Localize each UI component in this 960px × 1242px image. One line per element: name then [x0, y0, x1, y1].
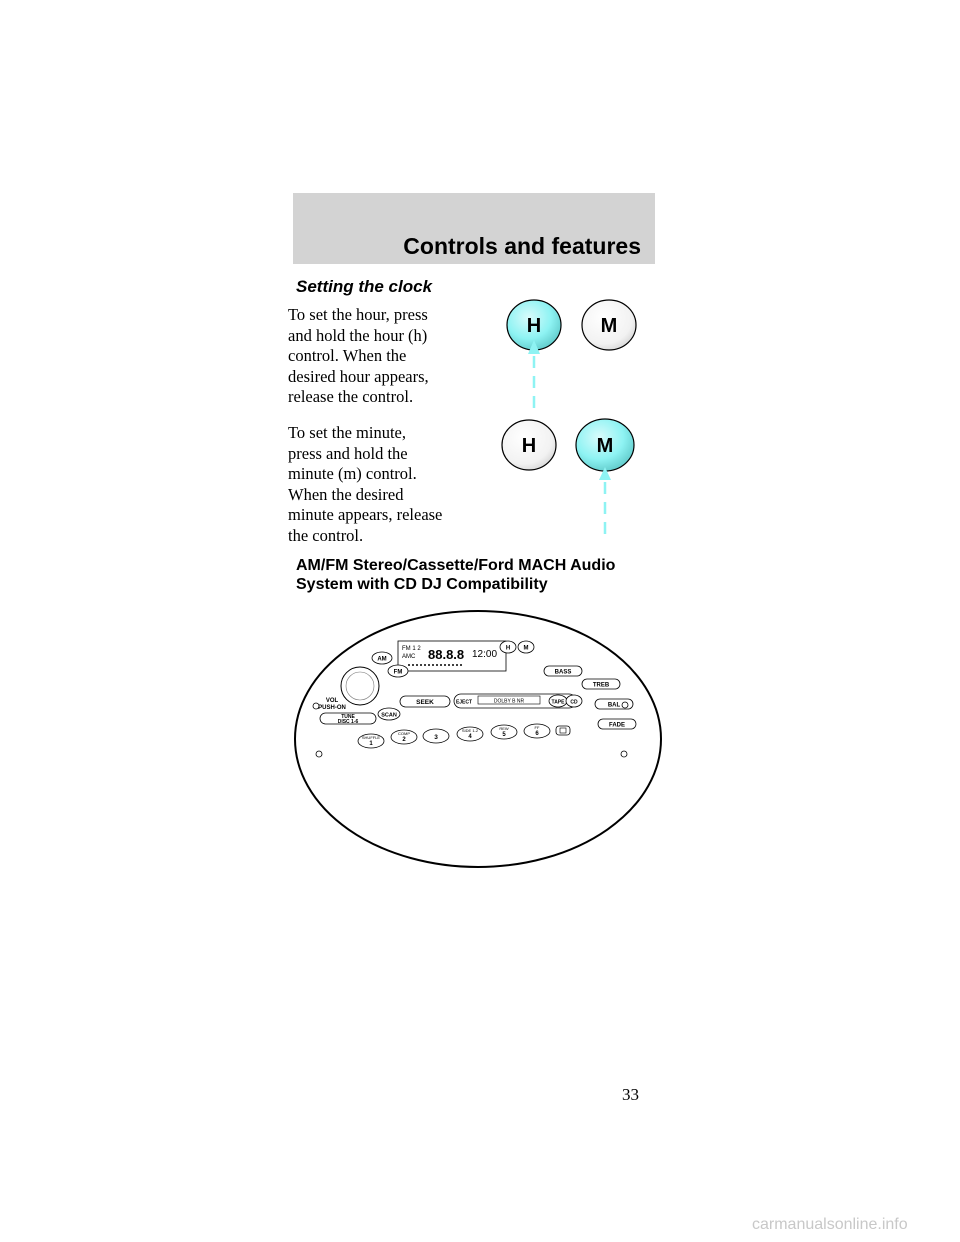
section-title: Setting the clock	[296, 277, 433, 296]
svg-text:TAPE: TAPE	[552, 700, 566, 706]
fade-button[interactable]	[597, 718, 637, 730]
svg-text:2: 2	[402, 737, 406, 743]
watermark: carmanualsonline.info	[752, 1216, 908, 1233]
arrow-up-icon	[599, 467, 611, 480]
svg-text:M: M	[524, 646, 529, 652]
screw-icon	[621, 701, 629, 709]
svg-text:FM: FM	[394, 670, 403, 676]
svg-text:1: 1	[369, 741, 373, 747]
minute-button[interactable]	[581, 299, 637, 351]
svg-text:SCAN: SCAN	[381, 713, 397, 719]
hour-button-label: H	[527, 315, 541, 337]
svg-text:SEEK: SEEK	[416, 699, 434, 706]
svg-text:5: 5	[502, 732, 506, 738]
system-title: AM/FM Stereo/Cassette/Ford MACH Audio Sy…	[296, 557, 616, 593]
mute-button[interactable]	[555, 725, 571, 736]
svg-text:H: H	[506, 646, 510, 652]
display-amc: AMC	[402, 654, 416, 660]
eject-label[interactable]: EJECT	[456, 700, 472, 706]
volume-knob[interactable]	[340, 666, 380, 706]
hour-button-label: H	[522, 435, 536, 457]
arrow-up-icon	[528, 340, 540, 354]
preset-4-button[interactable]	[456, 726, 484, 742]
page-number: 33	[622, 1085, 639, 1104]
scan-button[interactable]	[377, 707, 401, 721]
svg-text:COMP: COMP	[398, 731, 410, 736]
fm-button[interactable]	[387, 664, 409, 678]
treb-button[interactable]	[581, 678, 621, 690]
hour-button[interactable]	[501, 419, 557, 471]
screw-icon	[620, 750, 628, 758]
screw-icon	[312, 702, 320, 710]
svg-text:6: 6	[535, 731, 539, 737]
seek-button[interactable]	[399, 695, 451, 708]
header-title: Controls and features	[403, 233, 641, 259]
svg-text:3: 3	[434, 734, 438, 741]
display-clock: 12:00	[472, 649, 497, 660]
svg-text:DISC 1-6: DISC 1-6	[338, 719, 359, 725]
minute-instructions: To set the minute, press and hold the mi…	[288, 423, 443, 545]
am-button[interactable]	[371, 651, 393, 665]
svg-text:4: 4	[468, 734, 472, 740]
svg-text:AM: AM	[377, 657, 386, 663]
mute-icon	[559, 727, 567, 734]
preset-1-button[interactable]	[357, 733, 385, 749]
svg-text:REW: REW	[499, 726, 509, 731]
radio-minute-button[interactable]	[517, 640, 535, 654]
preset-5-button[interactable]	[490, 724, 518, 740]
preset-2-button[interactable]	[390, 729, 418, 745]
svg-text:TUNE: TUNE	[341, 714, 355, 720]
svg-text:BASS: BASS	[555, 670, 572, 676]
svg-text:SIDE 1-2: SIDE 1-2	[462, 728, 479, 733]
preset-3-button[interactable]	[422, 728, 450, 744]
hour-instructions: To set the hour, press and hold the hour…	[288, 305, 429, 406]
svg-text:FADE: FADE	[609, 723, 625, 729]
cd-button[interactable]	[565, 694, 583, 708]
svg-text:FF: FF	[535, 725, 540, 730]
display-segments: 88.8.8	[428, 647, 464, 662]
tune-disc-button[interactable]	[319, 712, 377, 725]
display-band: FM 1 2	[402, 646, 421, 652]
push-on-label: PUSH-ON	[318, 705, 346, 711]
svg-text:TREB: TREB	[593, 683, 610, 689]
minute-control-figure: H M	[501, 418, 635, 535]
dolby-label: DOLBY B NR	[494, 699, 525, 705]
vol-label: VOL	[326, 698, 339, 704]
radio-faceplate: FM 1 2 AMC 88.8.8 12:00 H M AM FM VOL PU…	[294, 610, 662, 868]
svg-text:BAL: BAL	[608, 703, 621, 709]
minute-button-label: M	[597, 435, 614, 457]
screw-icon	[315, 750, 323, 758]
svg-text:SHUFFLE: SHUFFLE	[362, 735, 381, 740]
preset-6-button[interactable]	[523, 723, 551, 739]
radio-hour-button[interactable]	[499, 640, 517, 654]
display-window	[397, 640, 507, 672]
minute-button-label: M	[601, 315, 618, 337]
hour-control-figure: H M	[506, 299, 637, 410]
bass-button[interactable]	[543, 665, 583, 677]
header-band: Controls and features	[293, 193, 655, 264]
svg-text:CD: CD	[570, 700, 578, 706]
